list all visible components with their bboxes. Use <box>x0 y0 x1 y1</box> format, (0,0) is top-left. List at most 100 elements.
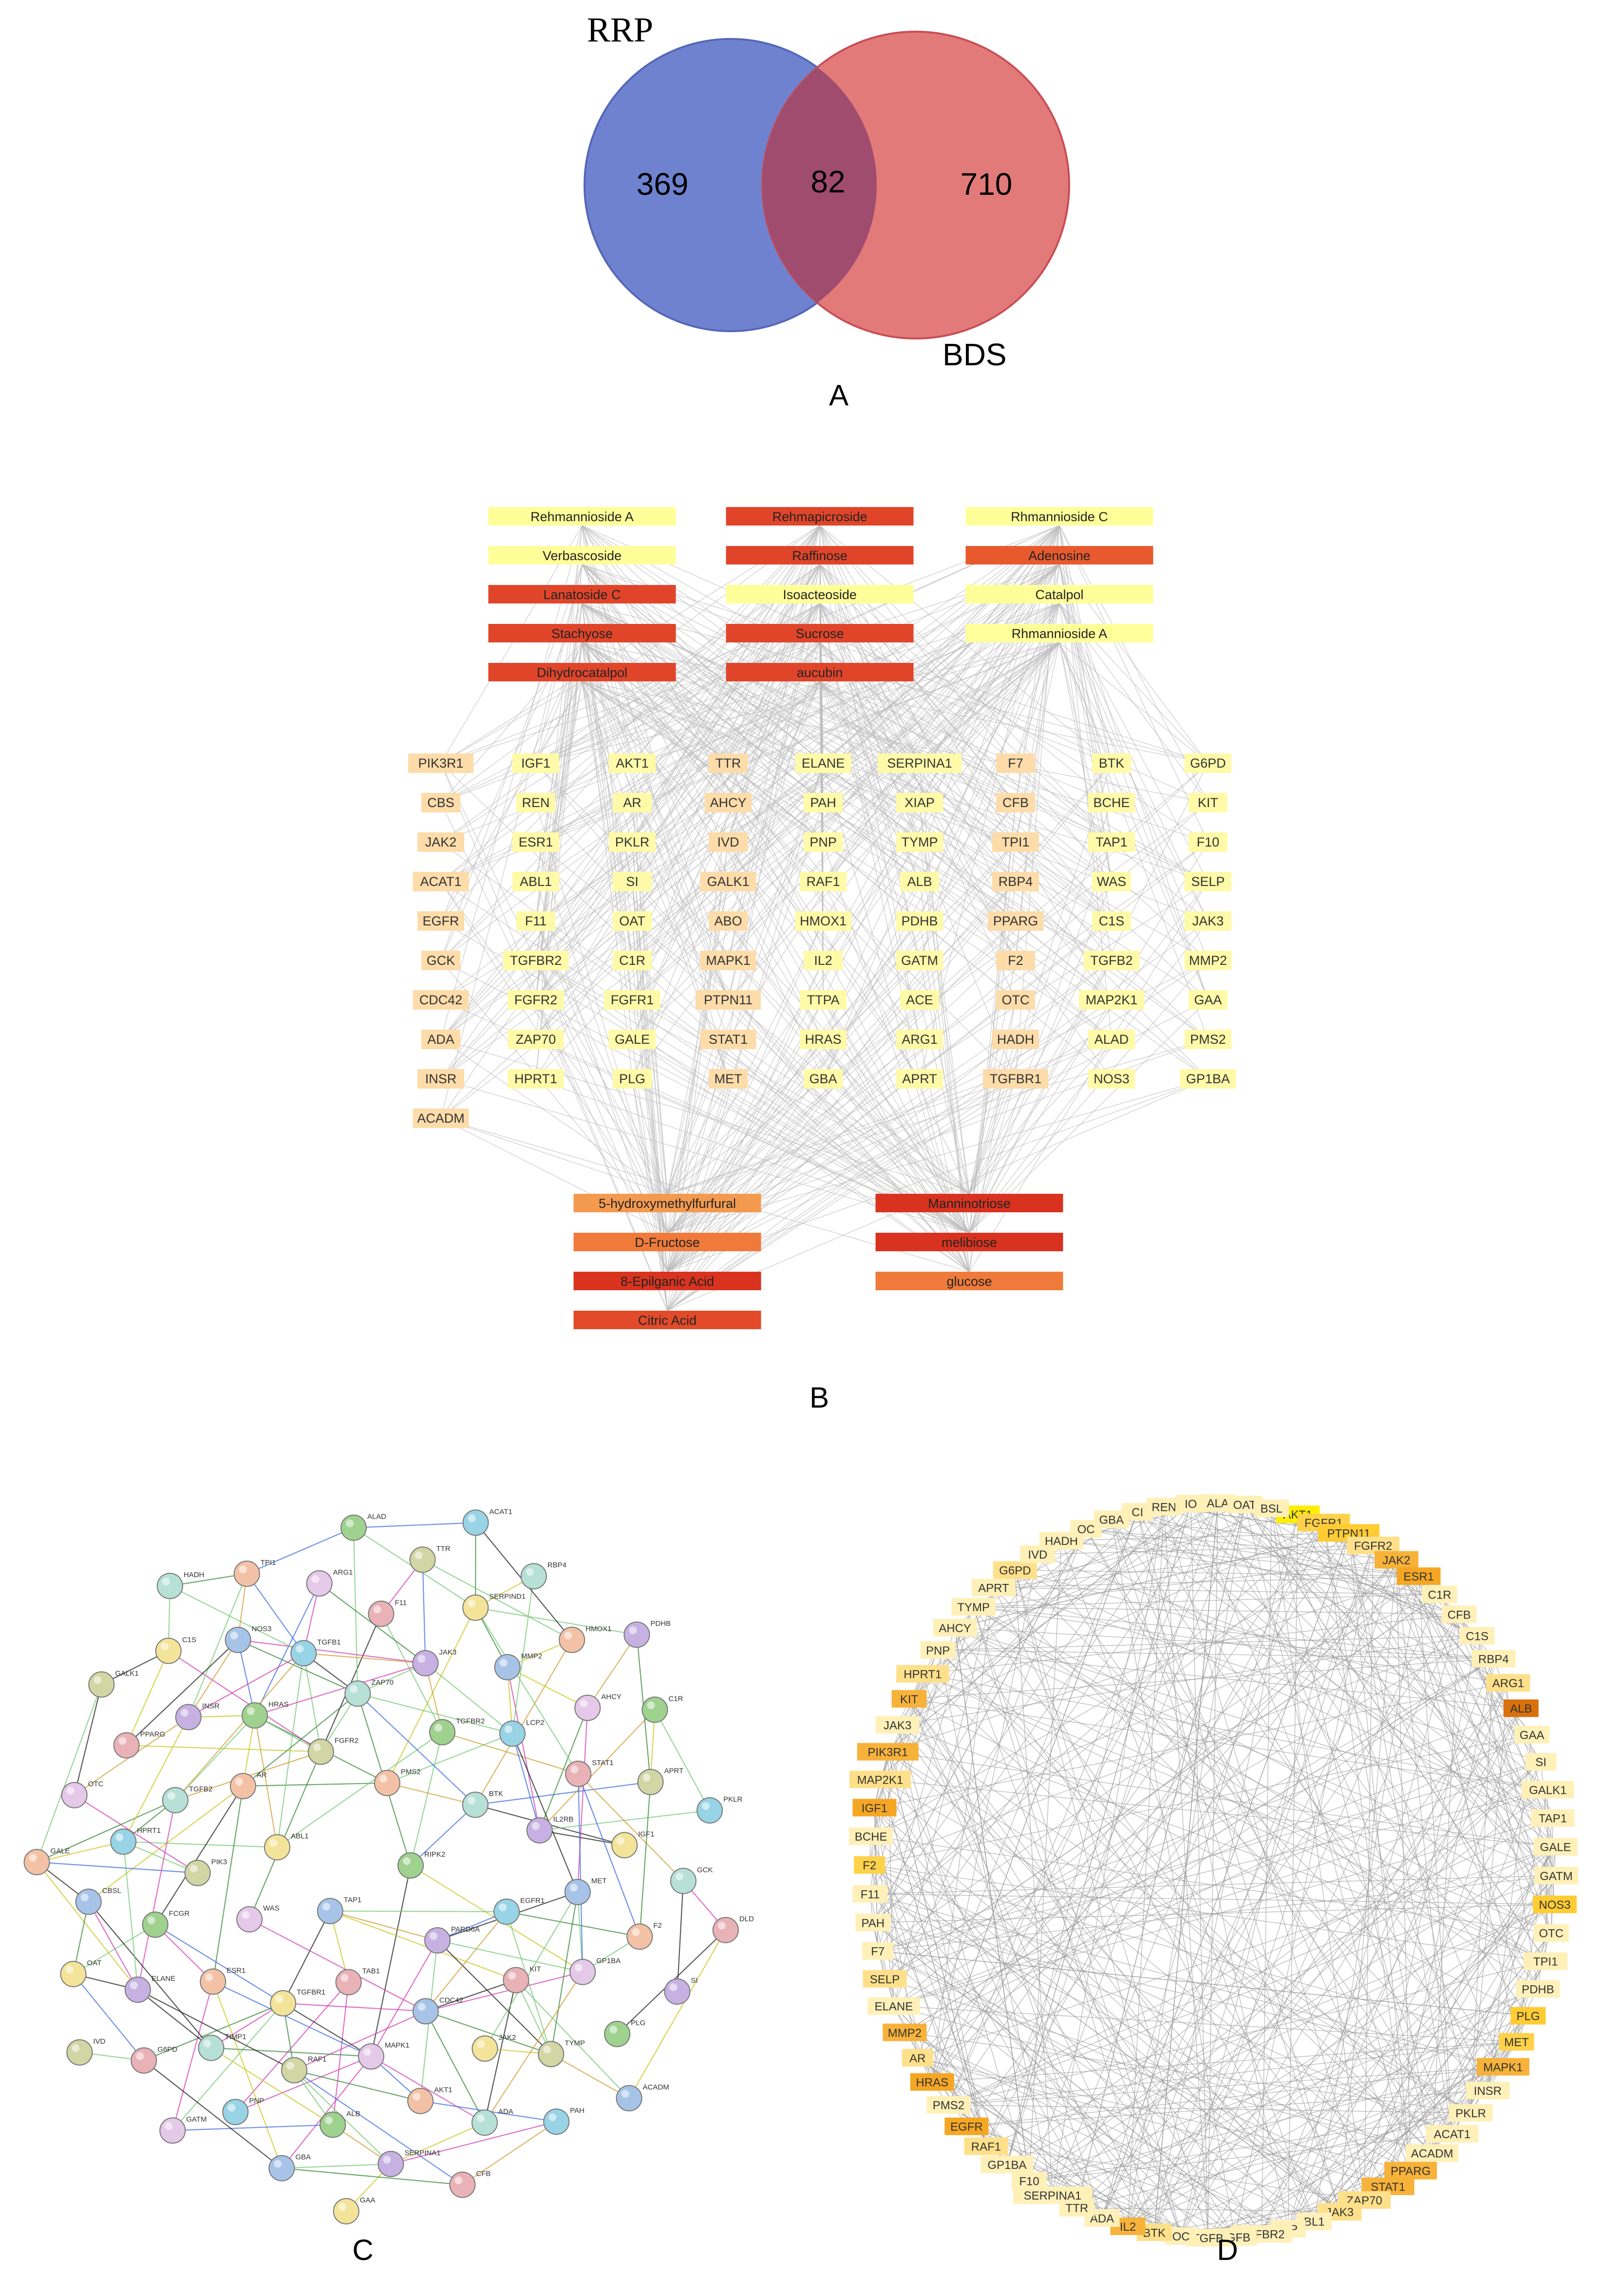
target-node[interactable]: OAT <box>613 911 652 931</box>
target-node[interactable]: HADH <box>992 1030 1039 1049</box>
target-node[interactable]: BTK <box>1092 753 1131 773</box>
target-node[interactable]: NOS3 <box>1088 1069 1135 1089</box>
target-node[interactable]: ACAT1 <box>413 872 469 891</box>
compound-node[interactable]: Rehmapicroside <box>726 507 914 526</box>
compound-node[interactable]: Raffinose <box>726 546 914 565</box>
ppi-node[interactable]: OTC <box>62 1780 104 1808</box>
ppi-node[interactable]: TIMP1 <box>198 2033 246 2061</box>
ppi-node[interactable]: SERPINA1 <box>378 2149 440 2177</box>
target-node[interactable]: C1R <box>613 951 652 970</box>
target-node[interactable]: PDHB <box>896 911 943 931</box>
ppi-node[interactable]: ACAT1 <box>463 1507 512 1535</box>
circular-node[interactable]: GAA <box>1514 1726 1549 1743</box>
target-node[interactable]: SERPINA1 <box>878 753 962 773</box>
target-node[interactable]: STAT1 <box>700 1030 756 1049</box>
target-node[interactable]: TGFB2 <box>1084 951 1140 970</box>
ppi-node[interactable]: C1R <box>642 1694 683 1722</box>
circular-node[interactable]: INSR <box>1466 2082 1509 2099</box>
ppi-node[interactable]: GCK <box>671 1866 713 1894</box>
circular-node[interactable]: F10 <box>1012 2172 1047 2189</box>
target-node[interactable]: APRT <box>896 1069 943 1089</box>
circular-node[interactable]: RAF1 <box>964 2138 1008 2155</box>
target-node[interactable]: XIAP <box>896 793 943 812</box>
target-node[interactable]: ABO <box>709 911 748 931</box>
ppi-node[interactable]: PIK3 <box>185 1858 227 1885</box>
target-node[interactable]: C1S <box>1092 911 1131 931</box>
ppi-node[interactable]: PDHB <box>624 1619 671 1647</box>
circular-node[interactable]: PDHB <box>1516 1980 1560 1997</box>
ppi-node[interactable]: CFB <box>450 2170 490 2198</box>
target-node[interactable]: ADA <box>421 1030 460 1049</box>
target-node[interactable]: AR <box>613 793 652 812</box>
circular-node[interactable]: MET <box>1499 2033 1534 2051</box>
circular-node[interactable]: ESR1 <box>1397 1567 1441 1585</box>
ppi-node[interactable]: ACADM <box>617 2083 669 2111</box>
ppi-node[interactable]: NOS3 <box>226 1625 272 1653</box>
ppi-node[interactable]: ELANE <box>125 1975 175 2002</box>
target-node[interactable]: AKT1 <box>609 753 656 773</box>
ppi-node[interactable]: MMP2 <box>495 1652 542 1680</box>
circular-node[interactable]: ALB <box>1504 1699 1539 1717</box>
ppi-node[interactable]: ZAP70 <box>345 1678 394 1706</box>
circular-node[interactable]: GATM <box>1534 1867 1578 1884</box>
target-node[interactable]: EGFR <box>417 911 464 931</box>
compound-node[interactable]: Rehmannioside A <box>489 507 676 526</box>
circular-node[interactable]: BSL <box>1254 1500 1289 1517</box>
ppi-node[interactable]: PKLR <box>697 1795 742 1823</box>
target-node[interactable]: GBA <box>804 1069 843 1089</box>
ppi-node[interactable]: CBSL <box>76 1887 121 1915</box>
target-node[interactable]: ALAD <box>1088 1030 1135 1049</box>
circular-node[interactable]: MMP2 <box>883 2024 926 2041</box>
circular-node[interactable]: CFB <box>1442 1605 1477 1623</box>
ppi-node[interactable]: BTK <box>463 1789 503 1817</box>
ppi-node[interactable]: IVD <box>67 2037 105 2065</box>
circular-node[interactable]: GALE <box>1534 1838 1578 1856</box>
circular-node[interactable]: TYMP <box>952 1598 996 1616</box>
ppi-node[interactable]: HPRT1 <box>111 1826 161 1854</box>
target-node[interactable]: FGFR1 <box>604 990 660 1010</box>
target-node[interactable]: RAF1 <box>800 872 847 891</box>
target-node[interactable]: ELANE <box>795 753 851 773</box>
target-node[interactable]: RBP4 <box>992 872 1039 891</box>
circular-node[interactable]: EGFR <box>944 2118 988 2135</box>
target-node[interactable]: PLG <box>613 1069 652 1089</box>
compound-node[interactable]: Citric Acid <box>574 1311 761 1329</box>
circular-node[interactable]: GP1BA <box>981 2156 1033 2173</box>
target-node[interactable]: REN <box>516 793 555 812</box>
target-node[interactable]: IGF1 <box>512 753 559 773</box>
target-node[interactable]: JAK3 <box>1185 911 1231 931</box>
ppi-node[interactable]: GP1BA <box>570 1957 621 1985</box>
ppi-node[interactable]: TTR <box>410 1544 451 1572</box>
target-node[interactable]: BCHE <box>1088 793 1135 812</box>
ppi-node[interactable]: TGFBR2 <box>430 1717 485 1745</box>
target-node[interactable]: PPARG <box>988 911 1044 931</box>
ppi-node[interactable]: OAT <box>61 1959 102 1987</box>
target-node[interactable]: F10 <box>1188 832 1227 852</box>
ppi-node[interactable]: PMS2 <box>375 1768 421 1796</box>
target-node[interactable]: WAS <box>1092 872 1131 891</box>
circular-node[interactable]: TAP1 <box>1531 1809 1575 1827</box>
compound-node[interactable]: Verbascoside <box>489 546 676 565</box>
target-node[interactable]: GALK1 <box>700 872 756 891</box>
target-node[interactable]: F2 <box>996 951 1035 970</box>
target-node[interactable]: HPRT1 <box>508 1069 564 1089</box>
compound-node[interactable]: 8-Epilganic Acid <box>574 1272 761 1290</box>
circular-node[interactable]: APRT <box>972 1579 1016 1596</box>
target-node[interactable]: GAA <box>1188 990 1227 1010</box>
compound-node[interactable]: Adenosine <box>966 546 1153 565</box>
ppi-node[interactable]: PAH <box>544 2107 585 2134</box>
compound-node[interactable]: aucubin <box>726 663 914 681</box>
ppi-node[interactable]: TYMP <box>538 2039 585 2067</box>
target-node[interactable]: SELP <box>1185 872 1231 891</box>
ppi-node[interactable]: STAT1 <box>566 1759 613 1787</box>
ppi-node[interactable]: PARD6A <box>425 1925 480 1953</box>
circular-node[interactable]: KIT <box>892 1690 927 1708</box>
target-node[interactable]: TGFBR1 <box>983 1069 1048 1089</box>
ppi-node[interactable]: HADH <box>157 1571 205 1599</box>
circular-node[interactable]: IGF1 <box>852 1799 896 1816</box>
ppi-node[interactable]: FCGR <box>143 1910 190 1938</box>
ppi-node[interactable]: TAP1 <box>318 1896 361 1924</box>
ppi-node[interactable]: WAS <box>237 1904 280 1932</box>
compound-node[interactable]: Sucrose <box>726 624 914 642</box>
target-node[interactable]: MAPK1 <box>700 951 756 970</box>
